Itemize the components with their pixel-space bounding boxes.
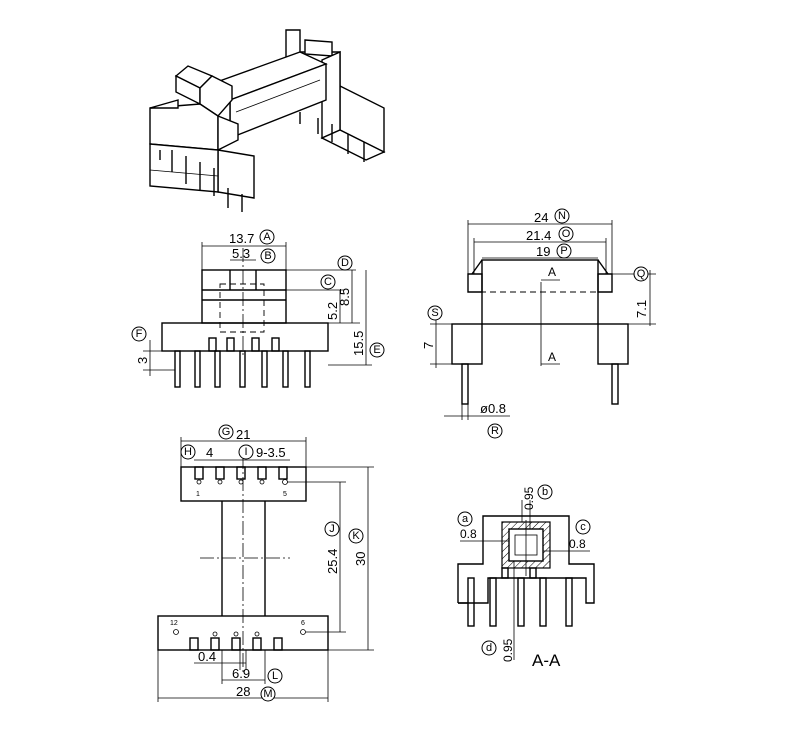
dim-4: 4 — [206, 445, 213, 460]
svg-text:P: P — [560, 245, 567, 257]
tag-N: N — [554, 208, 570, 224]
tag-A: A — [259, 229, 275, 245]
dim-0-95-bottom: 0.95 — [501, 638, 515, 662]
svg-text:F: F — [136, 328, 143, 340]
section-mark-bottom: A — [548, 350, 556, 364]
svg-text:D: D — [341, 257, 349, 269]
svg-text:S: S — [431, 307, 438, 319]
bottom-pin-slots — [173, 629, 306, 651]
svg-text:N: N — [558, 210, 566, 222]
tag-B: B — [260, 248, 276, 264]
svg-text:H: H — [184, 446, 192, 458]
svg-text:J: J — [329, 523, 335, 535]
dim-0-8-right: 0.8 — [569, 537, 586, 551]
svg-text:G: G — [222, 426, 231, 438]
tag-K: K — [348, 528, 364, 544]
tag-a: a — [457, 511, 473, 527]
dim-25-4: 25.4 — [325, 549, 340, 574]
tag-I: I — [238, 444, 254, 460]
tag-L: L — [267, 668, 283, 684]
tag-Q: Q — [633, 266, 649, 282]
tag-S: S — [427, 305, 443, 321]
dim-24: 24 — [534, 210, 548, 225]
section-title: A-A — [532, 651, 561, 670]
dim-19: 19 — [536, 244, 550, 259]
tag-M: M — [260, 686, 276, 702]
pin-label-6: 6 — [301, 620, 305, 627]
bottom-view: 1 5 12 6 21 4 9-3.5 — [157, 424, 374, 702]
dim-0-8-left: 0.8 — [460, 527, 477, 541]
pin-label-5: 5 — [283, 491, 287, 498]
tag-G: G — [218, 424, 234, 440]
dim-pin-diameter: ø0.8 — [480, 401, 506, 416]
svg-text:I: I — [244, 446, 247, 458]
dim-8-5: 8.5 — [337, 288, 352, 306]
dim-0-4: 0.4 — [198, 649, 216, 664]
dim-5-3: 5.3 — [232, 246, 250, 261]
dim-13-7: 13.7 — [229, 231, 254, 246]
svg-text:a: a — [462, 513, 469, 525]
dim-21: 21 — [236, 427, 250, 442]
section-pins — [467, 567, 573, 627]
dim-3: 3 — [135, 357, 150, 364]
dim-5-2: 5.2 — [325, 302, 340, 320]
tag-J: J — [324, 521, 340, 537]
svg-text:M: M — [263, 688, 272, 700]
tag-C: C — [320, 274, 336, 290]
front-pins — [174, 337, 311, 388]
top-pin-slots — [194, 466, 288, 485]
side-view: A A 24 21.4 19 7.1 7 ø0.8 N O P Q S R — [421, 208, 656, 439]
tag-P: P — [556, 243, 572, 259]
isometric-view — [149, 29, 386, 212]
svg-text:A: A — [263, 231, 271, 243]
tag-d: d — [481, 640, 497, 656]
svg-text:L: L — [272, 670, 278, 682]
tag-H: H — [180, 444, 196, 460]
tag-D: D — [337, 255, 353, 271]
dim-6-9: 6.9 — [232, 666, 250, 681]
dim-21-4: 21.4 — [526, 228, 551, 243]
svg-text:C: C — [324, 276, 332, 288]
tag-b: b — [537, 484, 553, 500]
svg-text:E: E — [373, 344, 380, 356]
tag-E: E — [369, 342, 385, 358]
section-view: 0.95 0.8 0.8 0.95 A-A a b c d — [457, 484, 595, 670]
section-mark-top: A — [548, 265, 556, 279]
svg-text:Q: Q — [637, 268, 646, 280]
svg-text:B: B — [264, 250, 271, 262]
dim-7: 7 — [421, 342, 436, 349]
dim-9-3-5: 9-3.5 — [256, 445, 286, 460]
svg-text:K: K — [352, 530, 360, 542]
svg-text:d: d — [486, 642, 492, 654]
dim-28: 28 — [236, 684, 250, 699]
svg-text:R: R — [491, 425, 499, 437]
tag-F: F — [131, 326, 147, 342]
pin-label-1: 1 — [196, 491, 200, 498]
dim-0-95-top: 0.95 — [522, 486, 536, 510]
svg-text:O: O — [562, 228, 571, 240]
dim-30: 30 — [353, 552, 368, 566]
tag-O: O — [558, 226, 574, 242]
dim-7-1: 7.1 — [634, 300, 649, 318]
front-view: 13.7 5.3 5.2 8.5 15.5 3 A B C D E F — [131, 229, 385, 388]
svg-text:b: b — [542, 486, 548, 498]
svg-text:c: c — [580, 521, 586, 533]
tag-c: c — [575, 519, 591, 535]
tag-R: R — [487, 423, 503, 439]
dim-15-5: 15.5 — [351, 331, 366, 356]
pin-label-12: 12 — [170, 620, 178, 627]
